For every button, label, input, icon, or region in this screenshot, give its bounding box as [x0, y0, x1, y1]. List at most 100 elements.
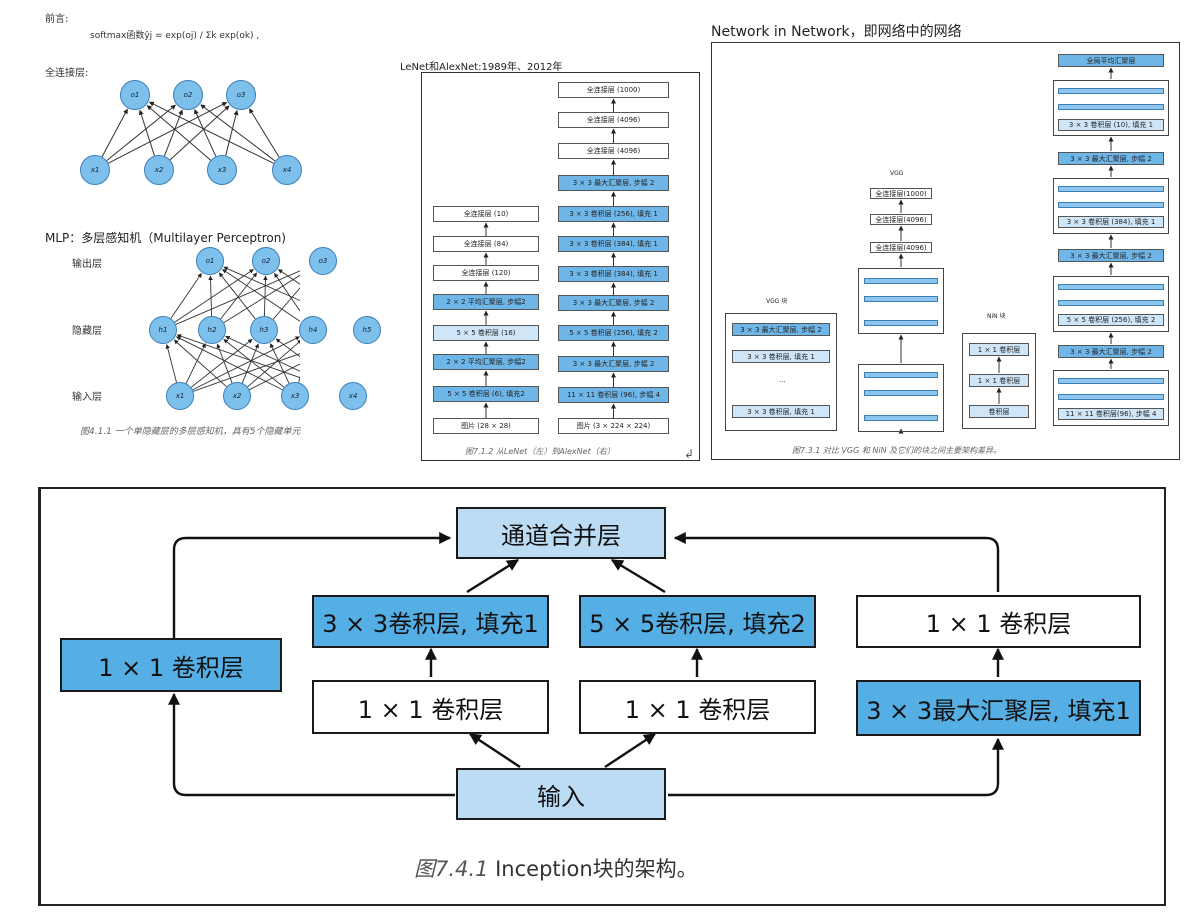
- fc-label: 全连接层:: [45, 68, 89, 79]
- graph-edge: [193, 353, 300, 392]
- graph-edge: [225, 335, 300, 372]
- graph-edge: [263, 275, 268, 317]
- vgg-block-pool: 3 × 3 最大汇聚层, 步幅 2: [732, 323, 830, 336]
- graph-edge: [176, 336, 283, 391]
- mlp-input-node: x2: [223, 382, 251, 410]
- graph-edge: [272, 287, 300, 320]
- nin-layer-bar: [1058, 300, 1164, 306]
- graph-edge: [148, 101, 274, 164]
- graph-edge: [138, 109, 155, 156]
- vgg-layer-bar: [864, 372, 938, 378]
- nin-stack: [1053, 276, 1169, 332]
- inception-caption: 图7.4.1 Inception块的架构。: [414, 853, 698, 883]
- alexnet-layer: 3 × 3 卷积层 (384), 填充 1: [558, 236, 669, 252]
- graph-edge: [176, 334, 300, 379]
- graph-edge: [269, 343, 290, 384]
- nin-block-conv: 1 × 1 卷积层: [969, 374, 1029, 387]
- nin-layer-bar: [1058, 202, 1164, 208]
- graph-edge: [222, 268, 300, 322]
- vgg-block-stack-bottom: [858, 364, 944, 432]
- fc-mlp-graph: [101, 101, 300, 392]
- alexnet-layer: 11 × 11 卷积层 (96), 步幅 4: [558, 387, 669, 403]
- input-node: x3: [207, 155, 237, 185]
- mlp-input-node: x3: [281, 382, 309, 410]
- graph-edge: [190, 338, 253, 388]
- alexnet-layer: 全连接层 (1000): [558, 82, 669, 98]
- mlp-hidden-node: h5: [353, 316, 381, 344]
- nin-title: Network in Network，即网络中的网络: [711, 24, 962, 40]
- alexnet-layer: 3 × 3 最大汇聚层, 步幅 2: [558, 175, 669, 191]
- lenet-alexnet-title: LeNet和AlexNet:1989年、2012年: [400, 62, 563, 73]
- vgg-layer-bar: [864, 415, 938, 421]
- vgg-block-conv: 3 × 3 卷积层, 填充 1: [732, 350, 830, 363]
- graph-edge: [170, 273, 202, 319]
- graph-edge: [218, 272, 256, 320]
- graph-edge: [163, 109, 183, 157]
- graph-edge: [220, 272, 258, 320]
- graph-edge: [106, 104, 176, 161]
- graph-edge: [248, 108, 280, 158]
- nin-conv: 3 × 3 卷积层 (10), 填充 1: [1058, 119, 1164, 131]
- mlp-output-node: o3: [309, 247, 337, 275]
- mlp-output-node: o2: [252, 247, 280, 275]
- graph-edge: [216, 343, 233, 384]
- nin-layer-bar: [1058, 394, 1164, 400]
- graph-edge: [223, 274, 300, 323]
- nin-pool: 3 × 3 最大汇聚层, 步幅 2: [1058, 345, 1164, 358]
- vgg-block-conv: 3 × 3 卷积层, 填充 1: [732, 405, 830, 418]
- caption-figure-number: 图7.4.1: [414, 857, 489, 881]
- mlp-input-node: x1: [166, 382, 194, 410]
- graph-edge: [225, 110, 239, 156]
- graph-edge: [247, 339, 300, 388]
- nin-pool: 3 × 3 最大汇聚层, 步幅 2: [1058, 249, 1164, 262]
- vgg-block-ellipsis: ...: [779, 376, 786, 384]
- vgg-layer-bar: [864, 390, 938, 396]
- branch3-conv5x5-box: 5 × 5卷积层, 填充2: [579, 595, 816, 648]
- lenet-layer: 图片 (28 × 28): [433, 418, 539, 434]
- lenet-layer: 全连接层 (10): [433, 206, 539, 222]
- graph-edge: [275, 338, 300, 358]
- nin-layer-bar: [1058, 88, 1164, 94]
- lenet-layer: 5 × 5 卷积层 (16): [433, 325, 539, 341]
- graph-edge: [165, 344, 177, 383]
- vgg-nin-caption: 图7.3.1 对比 VGG 和 NiN 及它们的块之间主要架构差异。: [792, 446, 1002, 455]
- nin-block-conv: 卷积层: [969, 405, 1029, 418]
- graph-edge: [223, 266, 300, 302]
- branch4-maxpool-box: 3 × 3最大汇聚层, 填充1: [856, 680, 1141, 736]
- output-layer-label: 输出层: [72, 259, 102, 270]
- mlp-title: MLP：多层感知机（Multilayer Perceptron): [45, 231, 286, 245]
- nin-pool: 3 × 3 最大汇聚层, 步幅 2: [1058, 152, 1164, 165]
- graph-edge: [146, 105, 211, 161]
- branch2-conv1x1-box: 1 × 1 卷积层: [312, 680, 549, 734]
- concat-layer-box: 通道合并层: [456, 507, 666, 559]
- graph-edge: [169, 105, 230, 161]
- nin-conv: 3 × 3 卷积层 (384), 填充 1: [1058, 216, 1164, 228]
- vgg-block-label: VGG 块: [766, 298, 788, 305]
- nin-block: [962, 333, 1036, 429]
- vgg-fc: 全连接层(4096): [870, 242, 932, 253]
- mlp-hidden-node: h1: [149, 316, 177, 344]
- alexnet-layer: 5 × 5 卷积层 (256), 填充 2: [558, 325, 669, 341]
- alexnet-layer: 全连接层 (4096): [558, 143, 669, 159]
- nin-stack: [1053, 80, 1169, 136]
- graph-edge: [175, 270, 300, 325]
- vgg-layer-bar: [864, 296, 938, 302]
- alexnet-layer: 3 × 3 卷积层 (256), 填充 1: [558, 206, 669, 222]
- nin-layer-bar: [1058, 186, 1164, 192]
- lenet-layer: 全连接层 (120): [433, 265, 539, 281]
- lenet-alexnet-caption: 图7.1.2 从LeNet（左）到AlexNet（右）: [465, 447, 615, 456]
- graph-edge: [249, 363, 300, 391]
- vgg-block-stack-top: [858, 268, 944, 334]
- caption-text: Inception块的架构。: [488, 857, 698, 881]
- vgg-fc: 全连接层(4096): [870, 214, 932, 225]
- alexnet-layer: 全连接层 (4096): [558, 112, 669, 128]
- softmax-formula: softmax函数ŷj = exp(oj) / Σk exp(ok) ,: [90, 31, 260, 41]
- input-node: x4: [272, 155, 302, 185]
- branch1-conv1x1-box: 1 × 1 卷积层: [60, 638, 282, 692]
- nin-layer-bar: [1058, 104, 1164, 110]
- lenet-layer: 2 × 2 平均汇聚层, 步幅2: [433, 354, 539, 370]
- nin-layer-bar: [1058, 378, 1164, 384]
- hidden-layer-label: 隐藏层: [72, 326, 102, 337]
- return-mark-icon: ↲: [684, 447, 695, 461]
- graph-edge: [108, 101, 228, 164]
